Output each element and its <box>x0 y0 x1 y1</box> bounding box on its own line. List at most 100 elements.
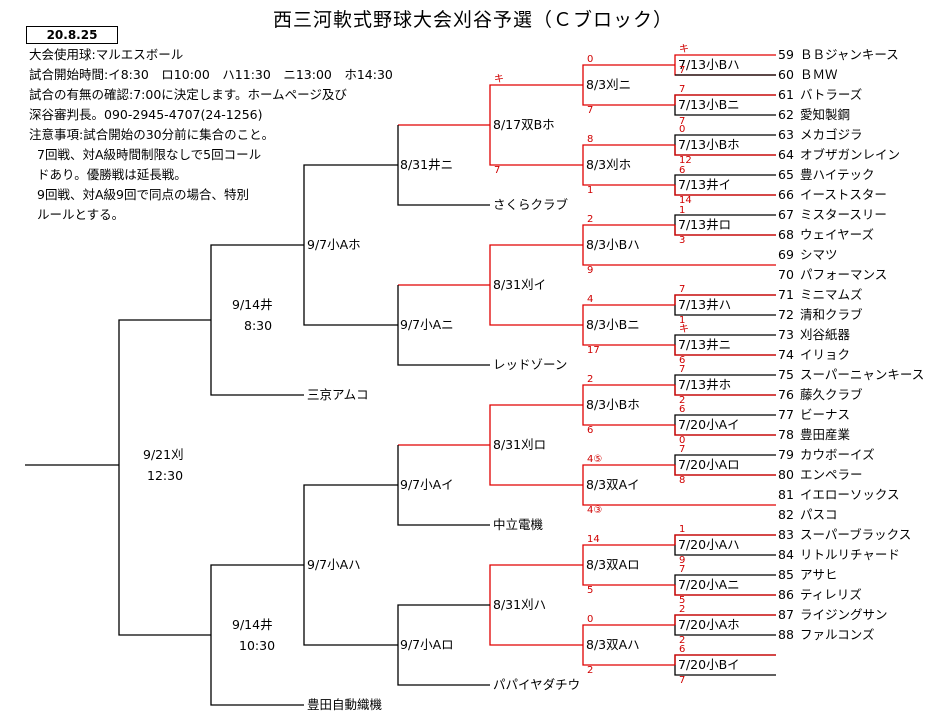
note-start-times: 試合開始時間:イ8:30 ロ10:00 ハ11:30 ニ13:00 ホ14:30 <box>29 67 393 82</box>
seed-churitsu: 中立電機 <box>493 517 544 532</box>
team-number: 72 <box>778 307 794 322</box>
r4-label: 8/31井ニ <box>400 157 454 172</box>
score: 7 <box>679 444 686 455</box>
note-confirm: 試合の有無の確認:7:00に決定します。ホームページ及び <box>29 87 347 102</box>
note-rule-9: 9回戦、対A級9回で同点の場合、特別 <box>37 187 249 202</box>
r1-label: 7/13小Bホ <box>678 137 740 152</box>
r2-label: 8/3小Bホ <box>586 397 640 412</box>
team-number: 63 <box>778 127 794 142</box>
r3-label: 8/31刈ハ <box>493 597 547 612</box>
r2-label: 8/3双Aロ <box>586 557 640 572</box>
team-name: ティレリズ <box>800 587 862 602</box>
team-number: 60 <box>778 67 794 82</box>
score: 1 <box>587 185 594 196</box>
score: 6 <box>679 355 686 366</box>
score: 7 <box>679 675 686 686</box>
team-number: 88 <box>778 627 794 642</box>
r6-date: 9/14井 <box>232 297 273 312</box>
team-number: 70 <box>778 267 794 282</box>
score: 1 <box>679 315 686 326</box>
score: 0 <box>679 435 686 446</box>
r1-label: 7/20小Aホ <box>678 617 740 632</box>
r1-label: 7/20小Aロ <box>678 457 740 472</box>
team-entry: 86 ティレリズ <box>778 587 862 602</box>
score: 6 <box>679 165 686 176</box>
r1-label: 7/20小Aイ <box>678 417 740 432</box>
r1-label: 7/20小Bイ <box>678 657 740 672</box>
team-name: 愛知製鋼 <box>800 107 851 122</box>
team-name: ウェイヤーズ <box>800 227 875 242</box>
team-name: エンペラー <box>800 467 863 482</box>
score: 7 <box>679 564 686 575</box>
score: 5 <box>587 585 594 596</box>
r1-label: 7/13井イ <box>678 177 732 192</box>
seed-sankyo: 三京アムコ <box>307 387 369 402</box>
note-rule-7: 7回戦、対A級時間制限なしで5回コール <box>37 147 262 162</box>
team-number: 78 <box>778 427 794 442</box>
seed-toyota: 豊田自動織機 <box>307 697 383 712</box>
r1-label: 7/13井ホ <box>678 377 732 392</box>
score: 17 <box>587 345 600 356</box>
r6-b <box>210 564 304 706</box>
team-number: 86 <box>778 587 794 602</box>
score: 0 <box>587 54 594 65</box>
team-name: ミスタースリー <box>800 207 887 222</box>
score: 9 <box>679 555 686 566</box>
final <box>118 319 211 636</box>
team-number: 73 <box>778 327 794 342</box>
r2-label: 8/3小Bハ <box>586 237 640 252</box>
r6-date: 9/14井 <box>232 617 273 632</box>
team-name: パフォーマンス <box>800 267 888 282</box>
team-name: イリョク <box>800 347 851 362</box>
note-umpire: 深谷審判長。090-2945-4707(24-1256) <box>29 107 263 122</box>
score: 2 <box>587 665 594 676</box>
team-name: バトラーズ <box>800 87 863 102</box>
r4-label: 9/7小Aニ <box>400 317 454 332</box>
score: 7 <box>679 84 686 95</box>
team-name: ファルコンズ <box>800 627 875 642</box>
score: 2 <box>679 635 686 646</box>
team-name: オブザガンレイン <box>800 147 901 162</box>
team-number: 69 <box>778 247 794 262</box>
score: 9 <box>587 265 594 276</box>
team-number: 79 <box>778 447 794 462</box>
team-number: 81 <box>778 487 794 502</box>
r3-label: 8/17双Bホ <box>493 117 555 132</box>
team-number: 66 <box>778 187 794 202</box>
score: 7 <box>679 284 686 295</box>
team-number: 80 <box>778 467 794 482</box>
team-name: 豊ハイテック <box>800 167 875 182</box>
date-box: 20.8.25 <box>26 26 118 44</box>
score: 2 <box>587 374 594 385</box>
r1-label: 7/13井ニ <box>678 337 732 352</box>
team-number: 59 <box>778 47 794 62</box>
score: 6 <box>679 644 686 655</box>
team-name: 豊田産業 <box>800 427 851 442</box>
team-name: ビーナス <box>800 407 851 422</box>
score: 7 <box>679 364 686 375</box>
team-name: 藤久クラブ <box>800 387 863 402</box>
score: 7 <box>679 65 686 76</box>
score: 2 <box>587 214 594 225</box>
team-number: 71 <box>778 287 794 302</box>
team-entry: 70 パフォーマンス <box>778 267 888 282</box>
seed-papaiya: パパイヤダチウ <box>493 677 581 692</box>
page-title: 西三河軟式野球大会刈谷予選（Ｃブロック） <box>272 9 673 31</box>
team-name: パスコ <box>800 507 838 522</box>
team-number: 84 <box>778 547 794 562</box>
team-name: ＢＢジャンキース <box>800 47 899 62</box>
score: 7 <box>679 116 686 127</box>
team-number: 82 <box>778 507 794 522</box>
